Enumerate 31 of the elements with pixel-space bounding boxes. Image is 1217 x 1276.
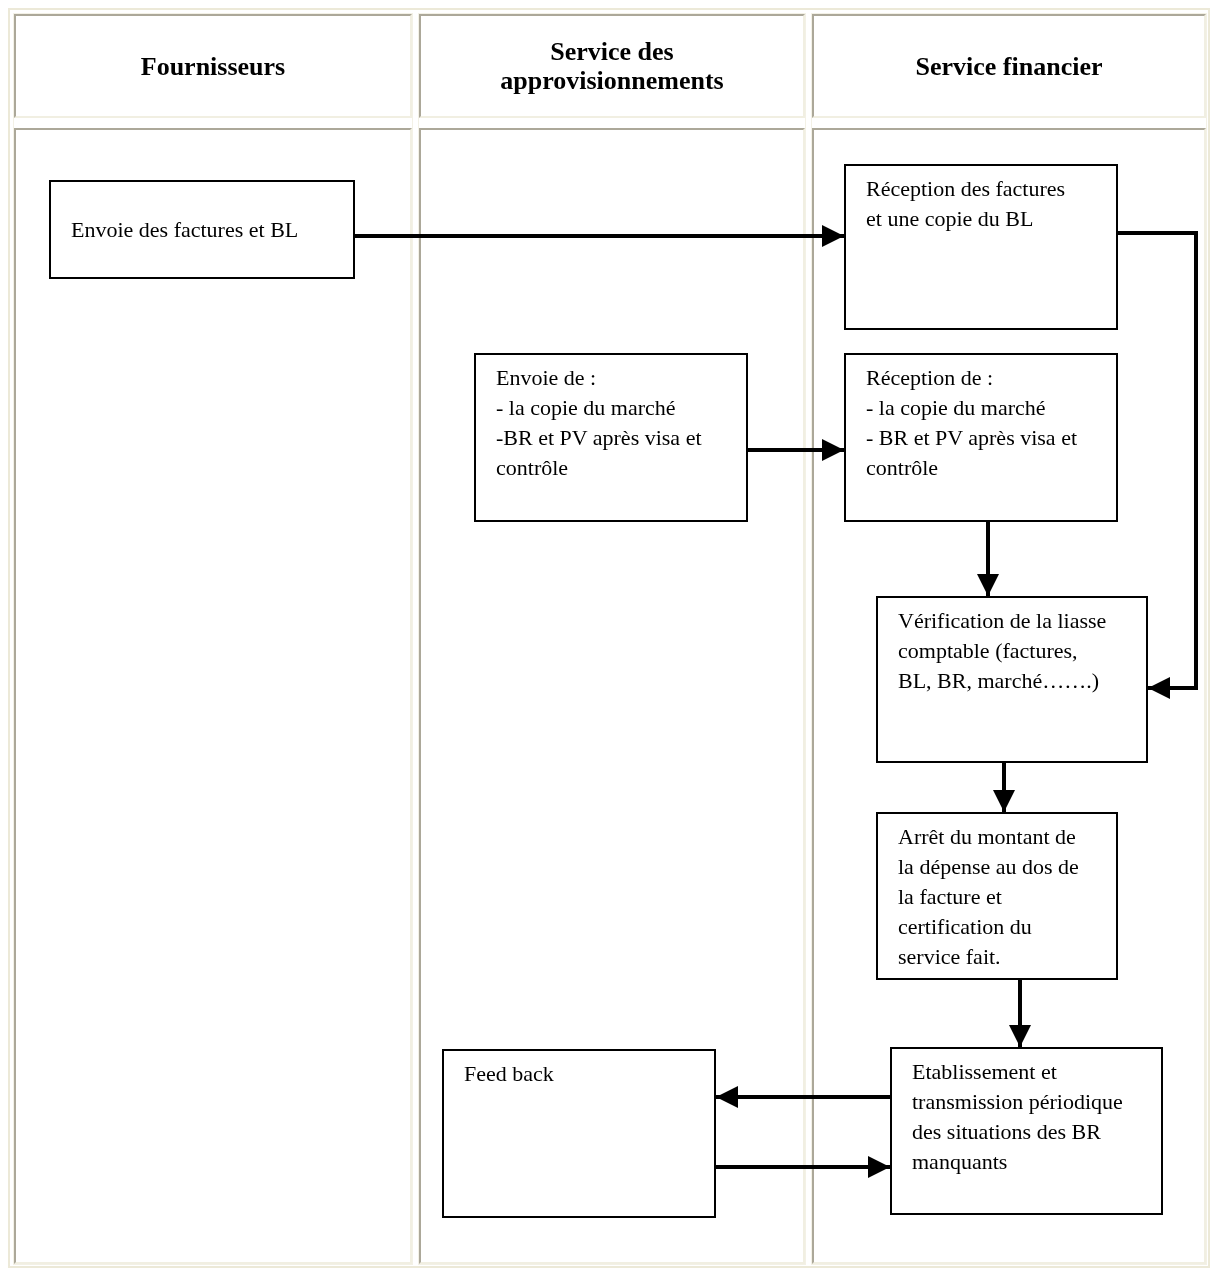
step-text: Envoie de : bbox=[496, 364, 598, 392]
process-box bbox=[844, 164, 1118, 330]
step-text: -BR et PV après visa et contrôle bbox=[496, 424, 703, 482]
process-box bbox=[890, 1047, 1163, 1215]
arrow bbox=[355, 225, 844, 247]
step-text: - BR et PV après visa et contrôle bbox=[866, 424, 1078, 482]
step-text: - la copie du marché bbox=[866, 394, 1047, 422]
lane-title: Fournisseurs bbox=[140, 51, 286, 81]
process-box bbox=[844, 353, 1118, 522]
step-text: Arrêt du montant de la dépense au dos de la facture et certification du service fait. bbox=[898, 823, 1080, 971]
step-text: Vérification de la liasse comptable (factures, BL, BR, marché…….) bbox=[898, 607, 1108, 695]
arrow bbox=[716, 1086, 890, 1108]
process-box bbox=[876, 812, 1118, 980]
arrow bbox=[993, 763, 1015, 812]
step-text: - la copie du marché bbox=[496, 394, 677, 422]
arrow bbox=[716, 1156, 890, 1178]
step-text: Etablissement et transmission périodique des situations des BR manquants bbox=[912, 1058, 1124, 1176]
arrow bbox=[748, 439, 844, 461]
step-text: Réception des factures et une copie du BL bbox=[866, 175, 1067, 233]
lane-title: Service des approvisionnements bbox=[499, 37, 725, 95]
step-text: Réception de : bbox=[866, 364, 995, 392]
step-text: Feed back bbox=[464, 1060, 555, 1088]
process-box bbox=[49, 180, 355, 279]
step-text: Envoie des factures et BL bbox=[71, 215, 299, 244]
arrow bbox=[1118, 231, 1198, 699]
arrow bbox=[1009, 980, 1031, 1047]
lane-title: Service financier bbox=[915, 51, 1103, 81]
arrow bbox=[977, 522, 999, 596]
process-box bbox=[442, 1049, 716, 1218]
process-box bbox=[474, 353, 748, 522]
process-box bbox=[876, 596, 1148, 763]
